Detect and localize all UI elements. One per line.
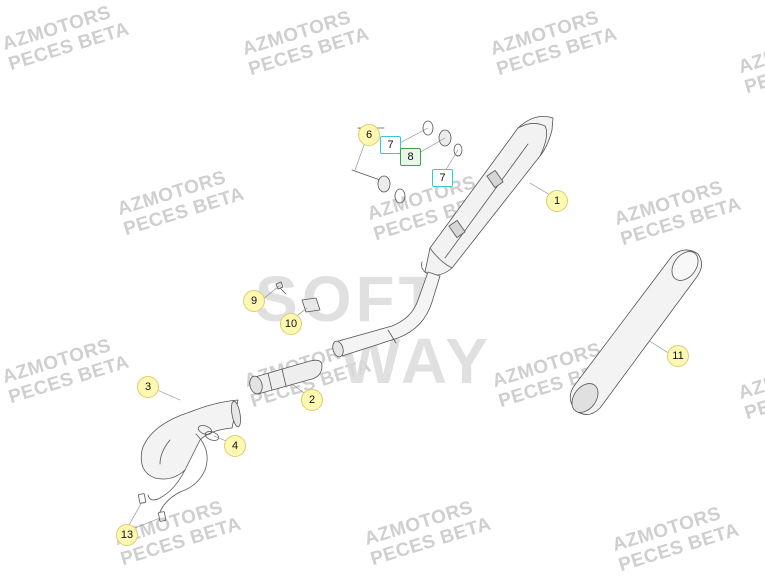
callout-7-upper: 7 — [380, 136, 401, 154]
callout-1: 1 — [546, 190, 568, 212]
callout-7-lower: 7 — [432, 169, 453, 187]
spring-part — [138, 493, 167, 522]
mounting-hardware-part — [351, 120, 463, 204]
gasket-part — [197, 425, 220, 441]
callout-4: 4 — [224, 435, 246, 457]
callout-10: 10 — [280, 313, 302, 335]
callout-8: 8 — [400, 148, 421, 166]
callout-9: 9 — [243, 290, 265, 312]
callout-6: 6 — [358, 124, 380, 146]
callout-11: 11 — [667, 345, 689, 367]
header-pipe-part — [140, 399, 241, 513]
heat-sleeve-part — [569, 249, 702, 415]
bolt-part — [275, 281, 287, 295]
link-pipe-part — [332, 271, 441, 358]
silencer-part — [421, 115, 554, 276]
callout-2: 2 — [301, 389, 323, 411]
callout-13: 13 — [116, 524, 138, 546]
sleeve-part — [249, 359, 323, 395]
callout-3: 3 — [137, 376, 159, 398]
